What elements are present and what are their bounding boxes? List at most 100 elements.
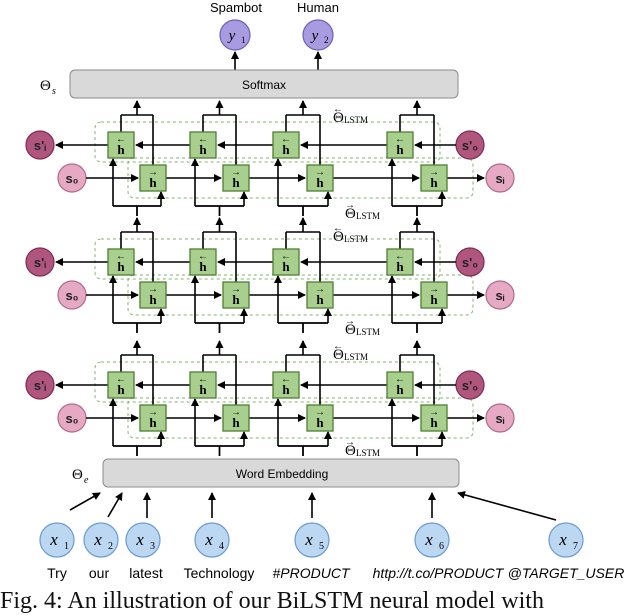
forward-cell-1-box	[139, 281, 167, 309]
theta-backward-3-arrow: ←	[333, 341, 343, 352]
backward-cell-4-h: h	[396, 382, 404, 397]
word-embedding-layer: Word Embedding	[102, 458, 460, 488]
input-node-x4	[194, 522, 230, 558]
backward-dashed-box	[94, 121, 441, 163]
input-symbol: x	[558, 530, 567, 549]
softmax-layer: Softmax	[69, 69, 459, 99]
input-subscript: 5	[319, 541, 324, 552]
forward-cell-3-arrow: →	[315, 284, 325, 295]
backward-cell-2-h: h	[199, 142, 207, 157]
backward-cell-1-h: h	[117, 259, 125, 274]
forward-cell-2-box	[222, 281, 250, 309]
state-s-prime-i: s'ᵢ	[25, 370, 55, 400]
backward-cell-1-arrow: ←	[116, 374, 126, 385]
forward-cell-1-box	[139, 404, 167, 432]
forward-cell-2-box	[222, 164, 250, 192]
state-s-0: s₀	[57, 403, 87, 433]
backward-cell-3: ←h	[272, 248, 300, 276]
input-symbol: x	[49, 530, 58, 549]
backward-cell-4-arrow: ←	[395, 134, 405, 145]
softmax-theta: Θ s	[40, 78, 56, 97]
backward-cell-4: ←h	[386, 131, 414, 159]
backward-cell-1-box	[107, 248, 135, 276]
state-s-i-circle	[485, 280, 515, 310]
forward-cell-3-h: h	[316, 175, 324, 190]
state-s-i-circle	[485, 403, 515, 433]
state-s-prime-i-label: s'ᵢ	[34, 378, 46, 393]
backward-cell-4-arrow: ←	[395, 374, 405, 385]
forward-cell-4-arrow: →	[429, 407, 439, 418]
forward-cell-4: →h	[420, 281, 448, 309]
embedding-theta: Θ e	[72, 467, 89, 486]
forward-cell-1-h: h	[149, 292, 157, 307]
backward-cell-2: ←h	[189, 371, 217, 399]
state-s-prime-0-label: s'₀	[462, 255, 478, 270]
input-node-x7	[548, 522, 584, 558]
backward-cell-4: ←h	[386, 371, 414, 399]
backward-cell-1-box	[107, 131, 135, 159]
backward-cell-3-h: h	[282, 142, 290, 157]
input-symbol: x	[93, 530, 102, 549]
theta-forward-3-sub: LSTM	[356, 448, 380, 458]
input-symbol: x	[304, 530, 313, 549]
backward-cell-3-box	[272, 131, 300, 159]
softmax-theta-sub: s	[52, 86, 56, 97]
backward-cell-1-arrow: ←	[116, 134, 126, 145]
backward-cell-1-h: h	[117, 142, 125, 157]
output-symbol-y1: y	[227, 28, 236, 44]
output-node-y1: y 1	[219, 19, 251, 51]
input-node-x5	[294, 522, 330, 558]
theta-forward-2-theta: Θ	[345, 322, 356, 338]
backward-cell-3-box	[272, 248, 300, 276]
state-s-prime-0: s'₀	[455, 370, 485, 400]
backward-cell-1-box	[107, 371, 135, 399]
forward-cell-3-arrow: →	[315, 167, 325, 178]
forward-cell-2-arrow: →	[231, 167, 241, 178]
input-arrow-2	[107, 492, 123, 518]
backward-cell-4: ←h	[386, 248, 414, 276]
backward-dashed-box	[94, 361, 441, 403]
backward-cell-2-arrow: ←	[198, 134, 208, 145]
state-s-i: sᵢ	[485, 280, 515, 310]
input-node-x1	[39, 522, 75, 558]
forward-cell-2-arrow: →	[231, 284, 241, 295]
forward-cell-4-arrow: →	[429, 284, 439, 295]
state-s-prime-0: s'₀	[455, 130, 485, 160]
state-s-prime-i-circle	[25, 370, 55, 400]
forward-cell-1-h: h	[149, 415, 157, 430]
input-symbol: x	[135, 530, 144, 549]
state-s-i-circle	[485, 163, 515, 193]
theta-backward-3-theta: Θ	[333, 347, 344, 363]
input-word: our	[89, 565, 110, 581]
forward-cell-2-box	[222, 404, 250, 432]
backward-cell-3-arrow: ←	[281, 134, 291, 145]
state-s-i: sᵢ	[485, 163, 515, 193]
state-s-prime-i: s'ᵢ	[25, 130, 55, 160]
backward-cell-3-box	[272, 371, 300, 399]
state-s-prime-i-label: s'ᵢ	[34, 255, 46, 270]
backward-cell-1: ←h	[107, 371, 135, 399]
backward-dashed-box	[94, 238, 441, 280]
input-node-x3	[125, 522, 161, 558]
backward-cell-3: ←h	[272, 131, 300, 159]
embedding-theta-sub: e	[84, 475, 89, 486]
forward-cell-2-arrow: →	[231, 407, 241, 418]
theta-forward-2-arrow: →	[345, 316, 355, 327]
forward-cell-2-h: h	[232, 175, 240, 190]
theta-forward-1-arrow: →	[345, 200, 355, 211]
backward-cell-2-box	[189, 248, 217, 276]
input-subscript: 4	[219, 541, 224, 552]
forward-cell-3-arrow: →	[315, 407, 325, 418]
forward-cell-3-box	[306, 281, 334, 309]
theta-backward-1-arrow: ←	[333, 104, 343, 115]
theta-forward-1-sub: LSTM	[356, 211, 380, 221]
forward-cell-4-box	[420, 164, 448, 192]
